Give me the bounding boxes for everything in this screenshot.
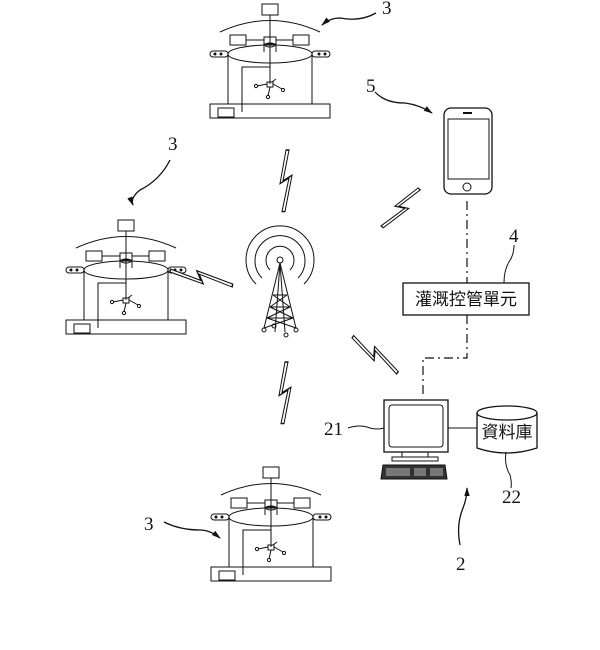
wireless-bolt-icon bbox=[347, 332, 403, 377]
leader-arrow-device-bottom bbox=[163, 521, 221, 539]
wireless-bolt-icon bbox=[378, 183, 424, 233]
irrigation-control-unit: 灌溉控管單元 bbox=[402, 282, 530, 316]
ref-label-phone: 5 bbox=[366, 76, 376, 97]
wireless-bolt-icon bbox=[279, 149, 293, 213]
ref-label-control: 4 bbox=[509, 226, 519, 247]
irrigation-device-top bbox=[209, 3, 331, 119]
control-unit-label: 灌溉控管單元 bbox=[415, 290, 517, 310]
database-icon: 資料庫 bbox=[476, 405, 538, 454]
ref-label-device-left: 3 bbox=[168, 134, 178, 155]
irrigation-device-bottom bbox=[210, 466, 332, 582]
ref-label-system: 2 bbox=[456, 554, 466, 575]
leader-line-database bbox=[505, 451, 512, 489]
leader-line-control bbox=[503, 244, 515, 284]
leader-arrow-device-top bbox=[321, 12, 377, 26]
leader-arrow-device-left bbox=[127, 159, 171, 206]
computer-icon bbox=[380, 399, 449, 480]
leader-arrow-system bbox=[457, 487, 470, 546]
connection-control-computer bbox=[422, 315, 468, 395]
ref-label-database: 22 bbox=[502, 487, 521, 508]
ref-label-computer: 21 bbox=[324, 419, 343, 440]
irrigation-device-left bbox=[65, 219, 187, 335]
wireless-bolt-icon bbox=[168, 265, 235, 290]
antenna-tower-icon bbox=[245, 225, 315, 338]
leader-arrow-phone bbox=[374, 91, 433, 114]
smartphone-icon bbox=[443, 107, 493, 195]
database-label: 資料庫 bbox=[482, 423, 533, 443]
leader-line-computer bbox=[347, 425, 385, 430]
wireless-bolt-icon bbox=[278, 361, 292, 425]
ref-label-device-top: 3 bbox=[382, 0, 392, 19]
ref-label-device-bottom: 3 bbox=[144, 514, 154, 535]
